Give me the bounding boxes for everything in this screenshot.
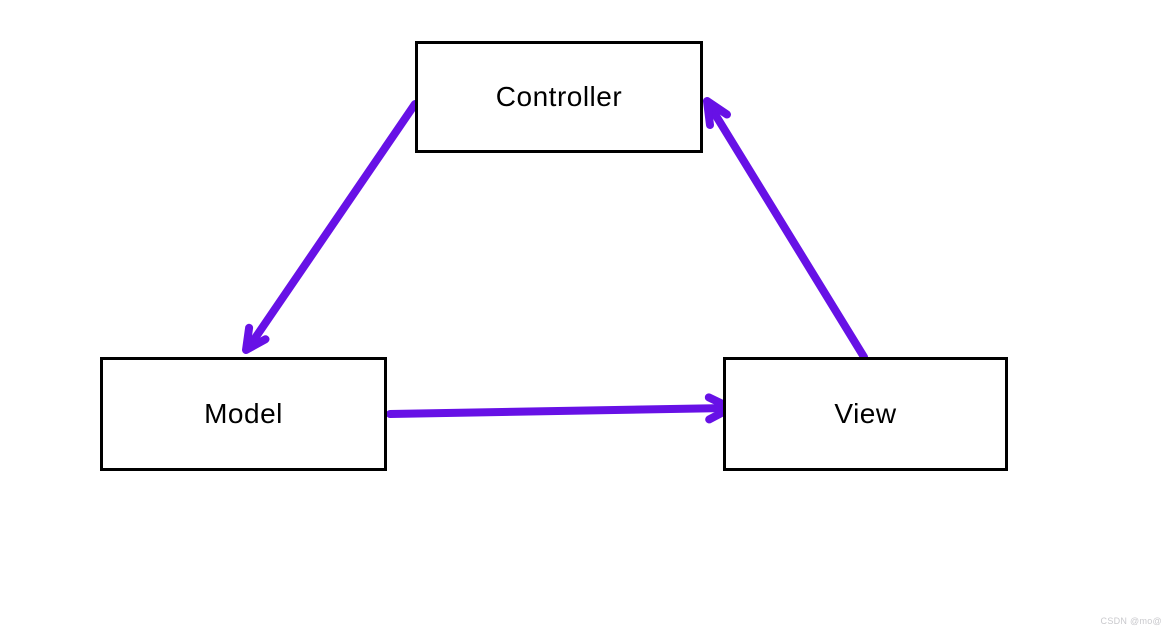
arrowhead-controller-to-model (242, 323, 270, 354)
node-view-label: View (834, 398, 897, 429)
edge-model-to-view (386, 404, 732, 418)
node-controller: Controller (415, 41, 703, 153)
arrowhead-view-to-controller (703, 97, 731, 129)
node-view: View (723, 357, 1008, 471)
node-model-label: Model (204, 398, 283, 429)
edge-view-to-controller (706, 102, 868, 361)
watermark: CSDN @mo@ (1100, 616, 1162, 626)
node-model: Model (100, 357, 387, 471)
edge-controller-to-model (245, 100, 419, 351)
node-controller-label: Controller (495, 81, 623, 112)
